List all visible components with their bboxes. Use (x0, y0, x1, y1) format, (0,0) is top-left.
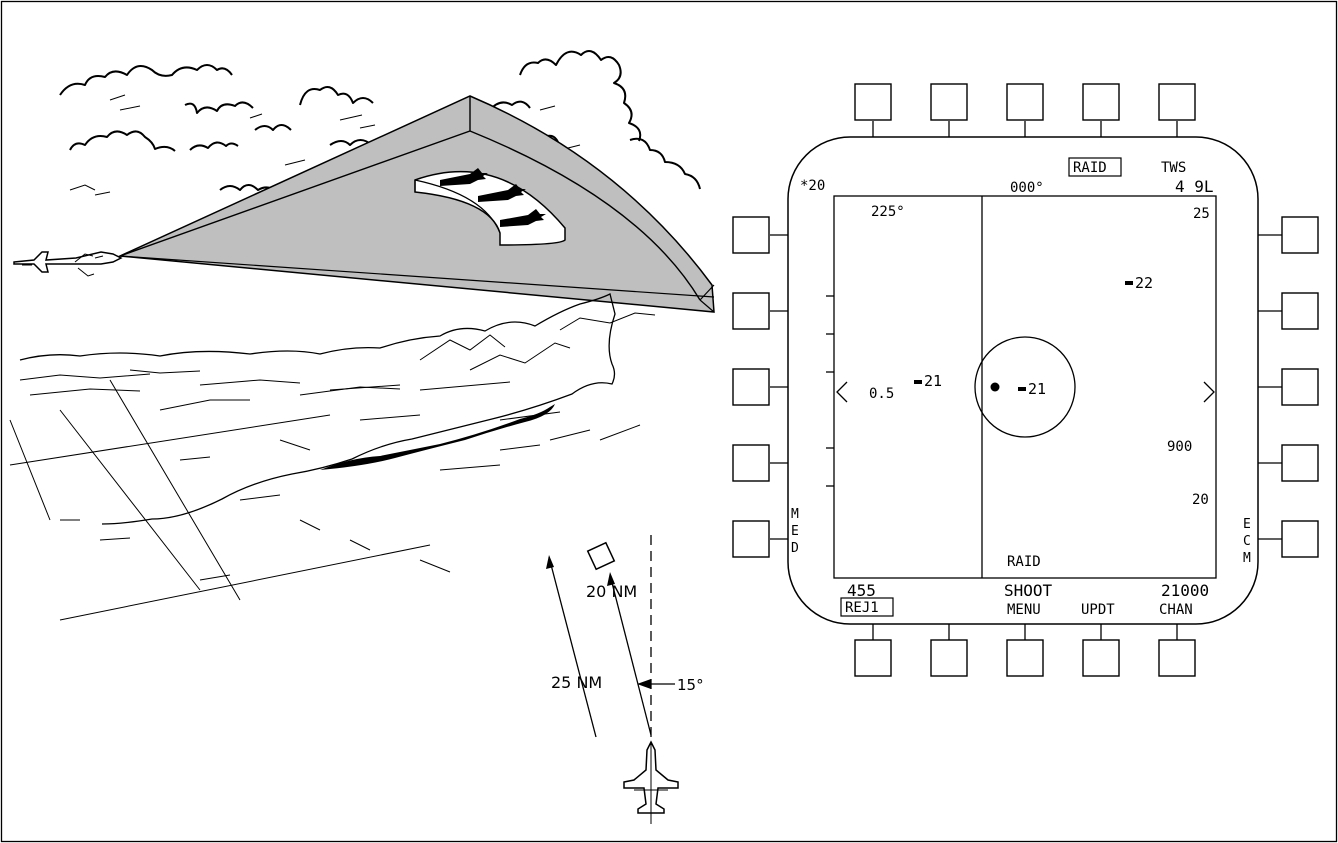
radar-scan-volume (120, 96, 714, 312)
raid-box-label: RAID (1073, 160, 1107, 176)
chan-label[interactable]: CHAN (1159, 602, 1193, 618)
range-far-label: 25 NM (551, 673, 602, 692)
updt-label[interactable]: UPDT (1081, 602, 1115, 618)
range-geometry: 20 NM 25 NM 15° (546, 535, 704, 738)
range-near-label: 20 NM (586, 582, 637, 601)
mode-label: TWS (1161, 160, 1186, 176)
target-label: 22 (1135, 274, 1153, 292)
ecm-letter[interactable]: C (1243, 534, 1251, 549)
osb-top-3[interactable] (1007, 84, 1043, 120)
osb-left-3[interactable] (733, 369, 769, 405)
osb-left-2[interactable] (733, 293, 769, 329)
terrain (10, 294, 655, 620)
osb-bottom-3[interactable] (1007, 640, 1043, 676)
raid-label: RAID (1007, 554, 1041, 570)
target-mark (1125, 281, 1133, 285)
med-letter[interactable]: D (791, 541, 799, 556)
target-mark (1018, 387, 1026, 391)
med-letter[interactable]: E (791, 524, 799, 539)
med-letter[interactable]: M (791, 507, 799, 522)
shoot-label: SHOOT (1004, 581, 1053, 600)
azimuth-left: 225° (871, 204, 905, 220)
osb-top-2[interactable] (931, 84, 967, 120)
osb-right-5[interactable] (1282, 521, 1318, 557)
target-label: 21 (924, 372, 942, 390)
ecm-letter[interactable]: E (1243, 517, 1251, 532)
right-value-1: 900 (1167, 439, 1192, 455)
osb-bottom-1[interactable] (855, 640, 891, 676)
osb-top-4[interactable] (1083, 84, 1119, 120)
osb-top-5[interactable] (1159, 84, 1195, 120)
target-mark (914, 380, 922, 384)
left-osb-column[interactable] (733, 217, 788, 557)
bottom-left-value: 455 (847, 581, 876, 600)
heading-top: 000° (1010, 180, 1044, 196)
osb-top-1[interactable] (855, 84, 891, 120)
angle-label: 15° (677, 676, 704, 694)
top-osb-row[interactable] (855, 84, 1195, 137)
ownship-aircraft-top (624, 742, 678, 824)
radar-display: 21 21 22 RAID TWS 4 9L *20 000° 225° 25 … (733, 84, 1318, 676)
rej-box-label[interactable]: REJ1 (845, 600, 879, 616)
osb-bottom-5[interactable] (1159, 640, 1195, 676)
osb-left-5[interactable] (733, 521, 769, 557)
osb-bottom-4[interactable] (1083, 640, 1119, 676)
mode-sub-label: 4 9L (1175, 177, 1214, 196)
target-box-marker (588, 543, 615, 570)
osb-right-4[interactable] (1282, 445, 1318, 481)
ownship-dot (991, 383, 1000, 392)
scene-illustration: 20 NM 25 NM 15° (10, 51, 714, 824)
target-label: 21 (1028, 380, 1046, 398)
osb-left-4[interactable] (733, 445, 769, 481)
osb-left-1[interactable] (733, 217, 769, 253)
bottom-right-value: 21000 (1161, 581, 1209, 600)
ecm-letter[interactable]: M (1243, 551, 1251, 566)
osb-right-1[interactable] (1282, 217, 1318, 253)
ownship-aircraft-side (14, 252, 121, 276)
display-bezel (788, 137, 1258, 624)
left-caret-value: 0.5 (869, 386, 894, 402)
bottom-osb-row[interactable] (855, 624, 1195, 676)
right-osb-column[interactable] (1258, 217, 1318, 557)
star-value: *20 (800, 178, 825, 194)
right-value-2: 20 (1192, 492, 1209, 508)
osb-right-3[interactable] (1282, 369, 1318, 405)
osb-bottom-2[interactable] (931, 640, 967, 676)
range-scale: 25 (1193, 206, 1210, 222)
osb-right-2[interactable] (1282, 293, 1318, 329)
menu-label[interactable]: MENU (1007, 602, 1041, 618)
